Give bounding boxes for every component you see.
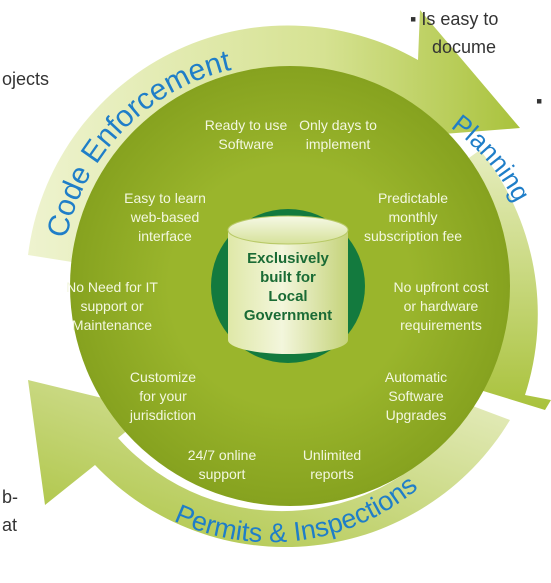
page-text-right-top-2: docume	[432, 37, 497, 57]
page-text-left-top: ojects	[2, 69, 50, 89]
page-text-right-top-1: ▪ Is easy to	[410, 9, 499, 29]
arrow-bottom-left	[28, 380, 510, 548]
page-text-left-bottom-2: at	[2, 515, 18, 535]
page-text-left-bottom-1: b-	[2, 487, 19, 507]
arrow-top	[28, 10, 520, 262]
database-cylinder-icon	[227, 215, 349, 354]
page-text-right-bullet: ▪	[536, 91, 543, 111]
